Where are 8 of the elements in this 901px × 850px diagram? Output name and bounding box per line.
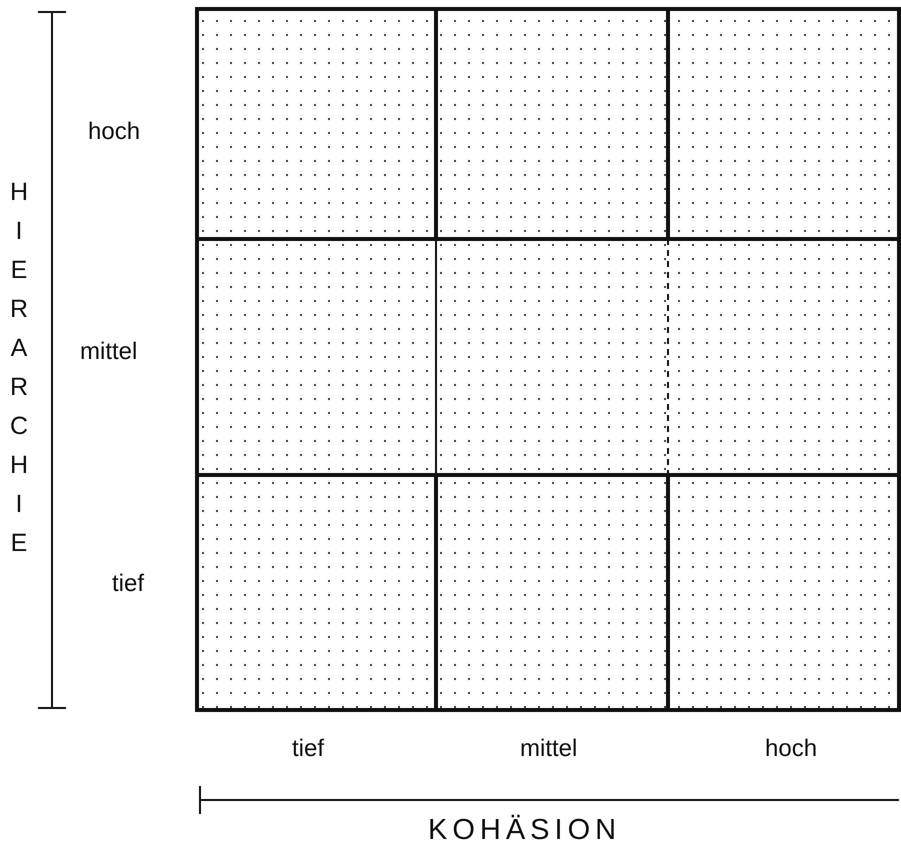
- row-label: mittel: [80, 340, 138, 364]
- column-label: mittel: [520, 737, 578, 761]
- column-label: tief: [292, 737, 324, 761]
- row-label: hoch: [88, 120, 140, 144]
- axis-title: HIERARCHIE: [6, 178, 31, 568]
- axis-title: KOHÄSION: [428, 816, 622, 845]
- row-label: tief: [112, 572, 144, 596]
- column-label: hoch: [765, 737, 818, 761]
